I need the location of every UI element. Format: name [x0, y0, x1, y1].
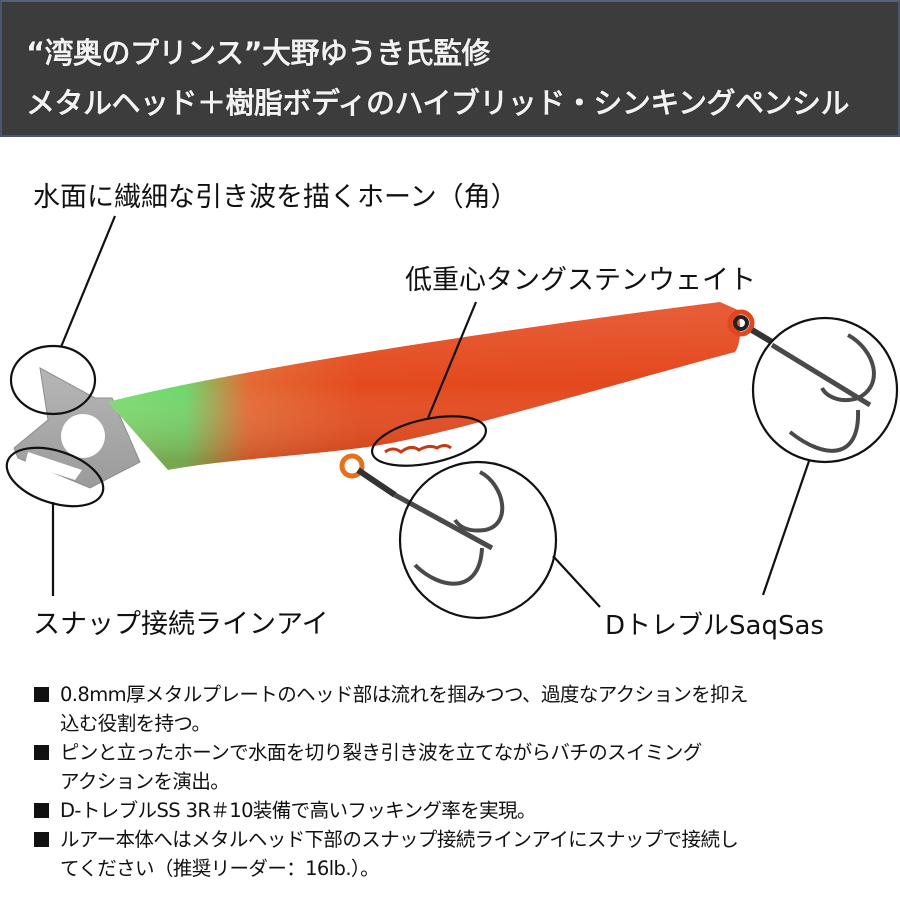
- feature-text-line: D-トレブルSS 3R＃10装備で高いフッキング率を実現。: [60, 799, 536, 822]
- callout-snap-eye-label: スナップ接続ラインアイ: [33, 609, 329, 640]
- black-square-bullet-icon: [34, 832, 49, 847]
- feature-text-line: てください（推奨リーダー：16lb.）。: [60, 857, 380, 880]
- feature-item: D-トレブルSS 3R＃10装備で高いフッキング率を実現。: [32, 796, 892, 825]
- feature-list: 0.8mm厚メタルプレートのヘッド部は流れを掴みつつ、過度なアクションを抑え 込…: [32, 680, 892, 883]
- callout-hook-label: DトレブルSaqSas: [605, 611, 824, 641]
- feature-item: ルアー本体へはメタルヘッド下部のスナップ接続ラインアイにスナップで接続し てくだ…: [32, 825, 892, 883]
- black-square-bullet-icon: [34, 687, 49, 702]
- banner-title: “湾奥のプリンス”大野ゆうき氏監修: [26, 36, 491, 70]
- rear-hook-callout-circle: [751, 316, 899, 464]
- feature-text-line: アクションを演出。: [60, 770, 230, 793]
- black-square-bullet-icon: [34, 745, 49, 760]
- callout-horn-label: 水面に繊細な引き波を描くホーン（角）: [33, 182, 518, 213]
- rear-hook-leader-line: [761, 460, 811, 596]
- metal-head-plate: [13, 367, 141, 489]
- horn-leader-line: [59, 215, 117, 348]
- black-square-bullet-icon: [34, 803, 49, 818]
- feature-item: 0.8mm厚メタルプレートのヘッド部は流れを掴みつつ、過度なアクションを抑え 込…: [32, 680, 892, 738]
- front-hook-callout-circle: [398, 460, 558, 620]
- weight-leader-line: [426, 301, 478, 419]
- rear-hook: [727, 309, 876, 453]
- feature-text-line: 0.8mm厚メタルプレートのヘッド部は流れを掴みつつ、過度なアクションを抑え: [60, 683, 749, 706]
- weight-callout-ellipse: [370, 415, 488, 467]
- feature-text-line: ルアー本体へはメタルヘッド下部のスナップ接続ラインアイにスナップで接続し: [60, 828, 739, 851]
- resin-body: [108, 302, 741, 470]
- front-hook: [339, 453, 505, 586]
- feature-item: ピンと立ったホーンで水面を切り裂き引き波を立てながらバチのスイミング アクション…: [32, 738, 892, 796]
- feature-text-line: ピンと立ったホーンで水面を切り裂き引き波を立てながらバチのスイミング: [60, 741, 702, 764]
- callout-weight-label: 低重心タングステンウェイト: [405, 265, 756, 296]
- horn-callout-ellipse: [9, 344, 97, 416]
- snap-eye-callout-ellipse: [5, 446, 105, 508]
- title-banner: “湾奥のプリンス”大野ゆうき氏監修 メタルヘッド＋樹脂ボディのハイブリッド・シン…: [0, 0, 900, 137]
- callout-markers: [5, 215, 899, 620]
- front-hook-leader-line: [552, 555, 601, 608]
- banner-subtitle: メタルヘッド＋樹脂ボディのハイブリッド・シンキングペンシル: [26, 86, 850, 120]
- feature-text-line: 込む役割を持つ。: [60, 712, 211, 735]
